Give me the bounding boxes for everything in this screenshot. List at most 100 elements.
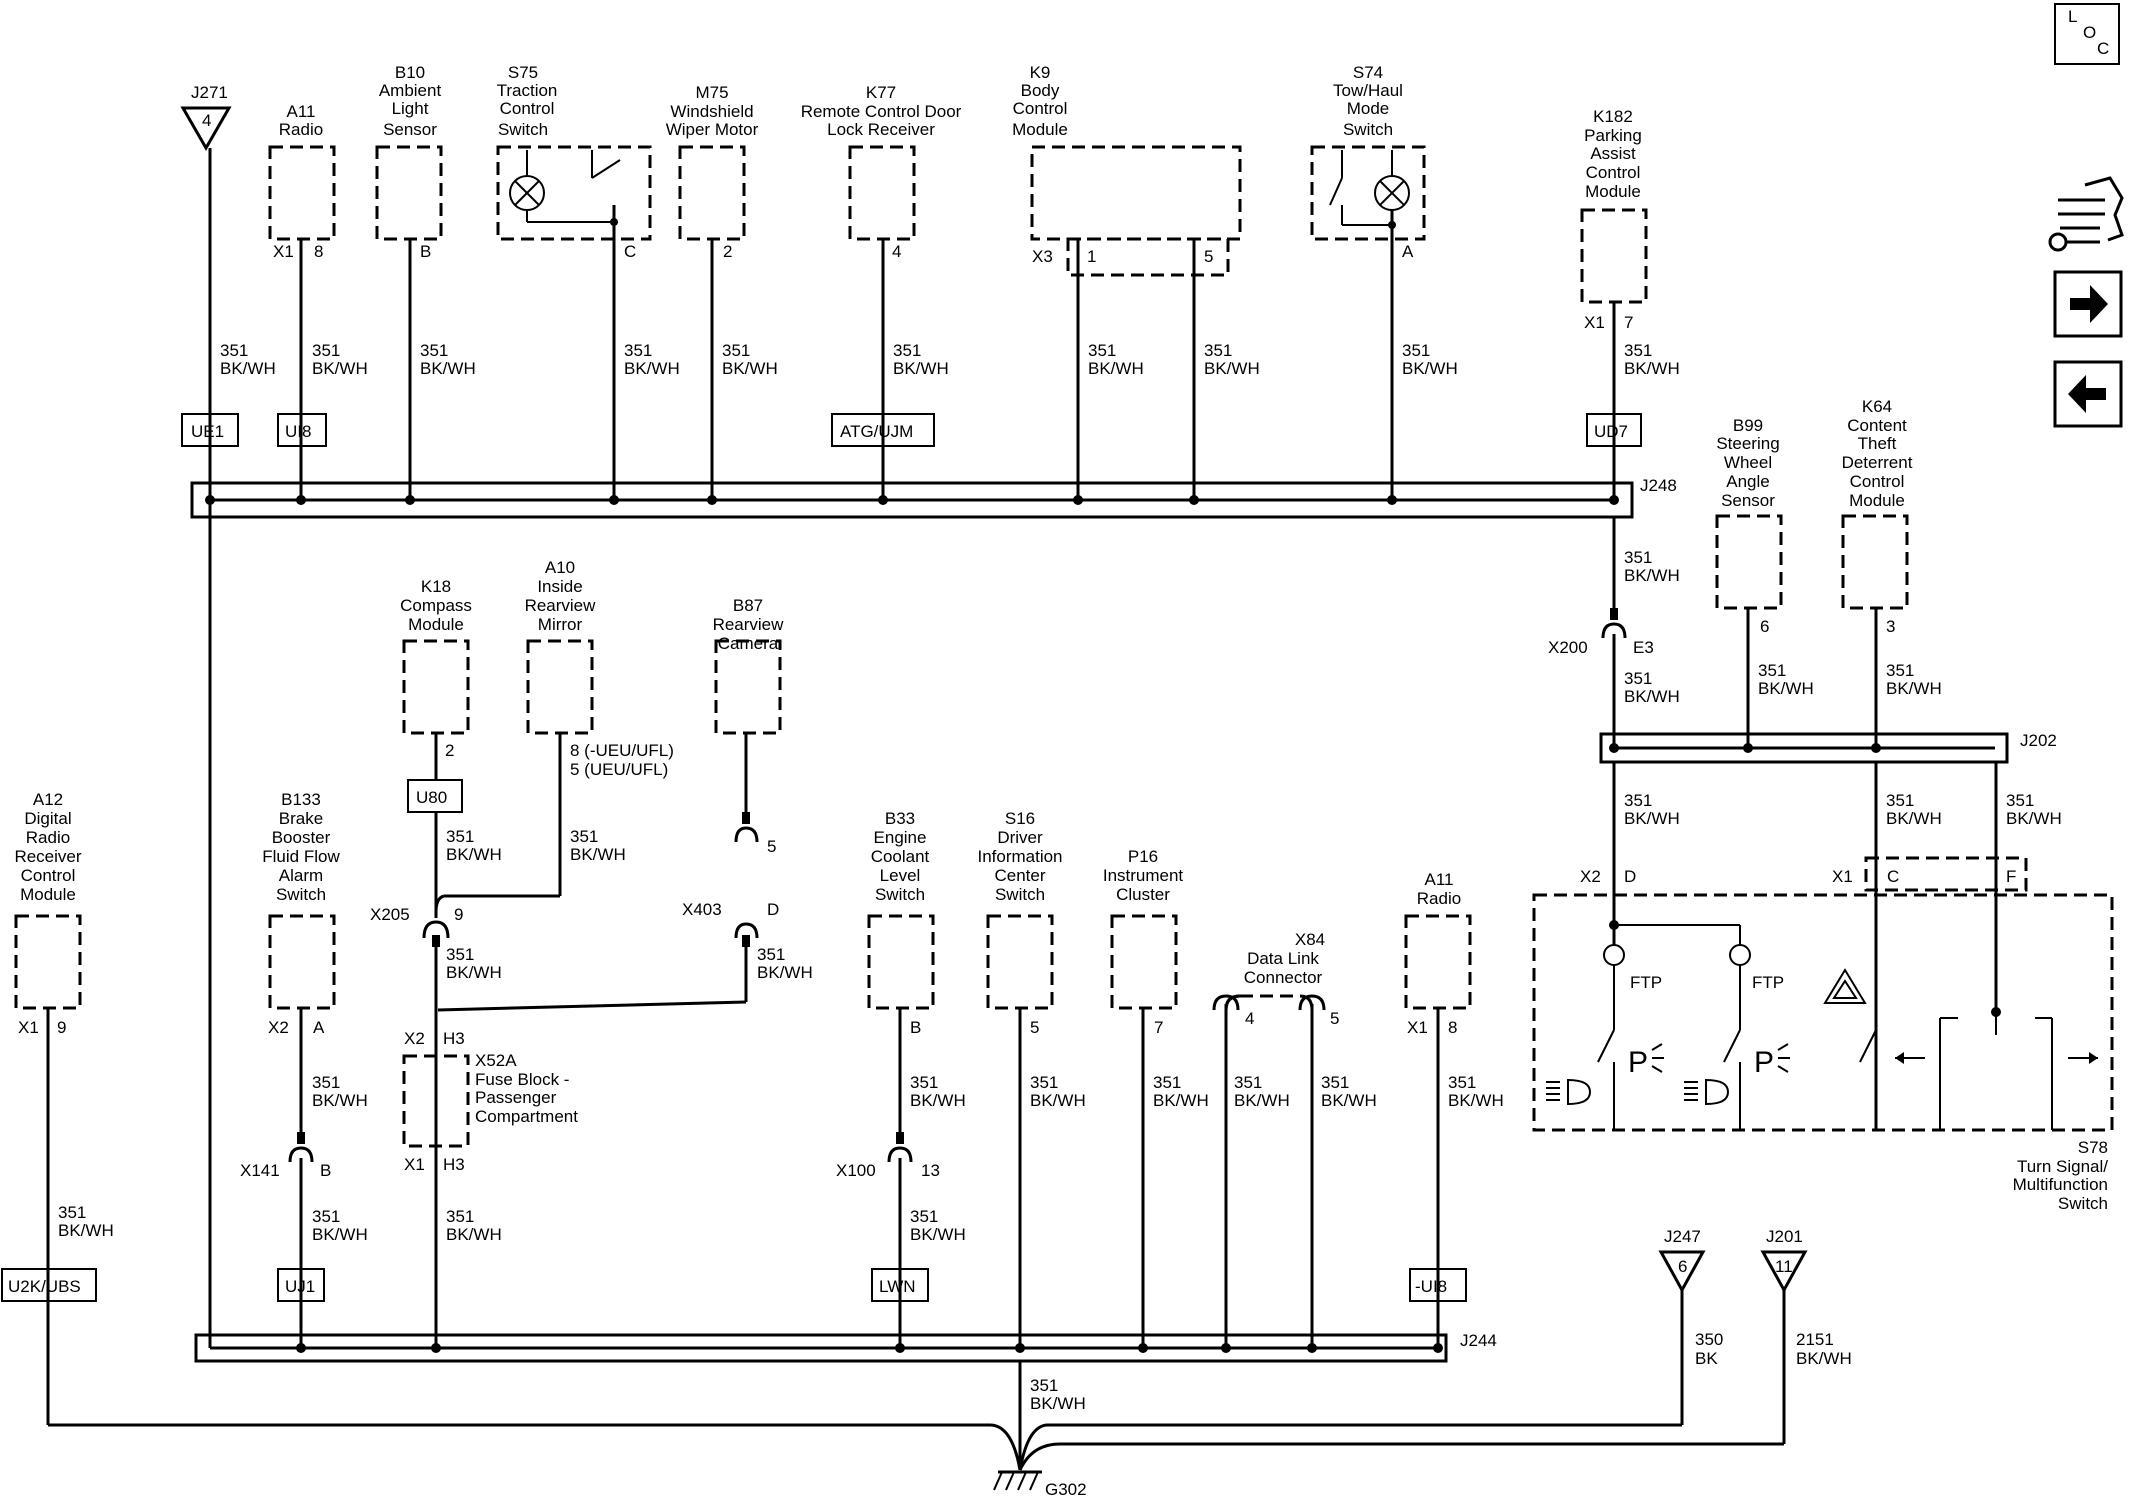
svg-text:2: 2 xyxy=(445,741,454,760)
svg-text:X1: X1 xyxy=(273,242,294,261)
svg-text:BK/WH: BK/WH xyxy=(1624,359,1680,378)
svg-text:4: 4 xyxy=(1245,1009,1254,1028)
svg-text:9: 9 xyxy=(454,905,463,924)
arrow-left-icon[interactable] xyxy=(2053,360,2123,428)
svg-text:8 (-UEU/UFL): 8 (-UEU/UFL) xyxy=(570,741,674,760)
svg-text:K77: K77 xyxy=(866,83,896,102)
svg-text:BK/WH: BK/WH xyxy=(893,359,949,378)
svg-text:Sensor: Sensor xyxy=(1721,491,1775,510)
svg-text:BK/WH: BK/WH xyxy=(446,963,502,982)
svg-text:Wiper Motor: Wiper Motor xyxy=(666,120,759,139)
svg-text:J201: J201 xyxy=(1766,1227,1803,1246)
svg-text:Compass: Compass xyxy=(400,596,472,615)
option-uj1 xyxy=(277,1268,325,1302)
svg-text:G302: G302 xyxy=(1045,1480,1087,1499)
svg-text:X52A: X52A xyxy=(475,1051,517,1070)
svg-text:Fuse Block -: Fuse Block - xyxy=(475,1070,569,1089)
svg-text:5: 5 xyxy=(1204,247,1213,266)
svg-text:8: 8 xyxy=(314,242,323,261)
svg-text:Digital: Digital xyxy=(24,809,71,828)
connector-j271-name: J271 xyxy=(191,83,228,102)
svg-text:Alarm: Alarm xyxy=(279,866,323,885)
svg-text:Switch: Switch xyxy=(498,120,548,139)
svg-text:351: 351 xyxy=(446,945,474,964)
svg-text:Switch: Switch xyxy=(276,885,326,904)
svg-text:Theft: Theft xyxy=(1858,434,1897,453)
svg-text:Instrument: Instrument xyxy=(1103,866,1184,885)
svg-text:351: 351 xyxy=(624,341,652,360)
connector-j271 xyxy=(180,106,232,152)
module-k64-content-theft-deterrent-control-module: K64 Content Theft Deterrent Control Modu… xyxy=(1841,397,1942,753)
svg-text:X2: X2 xyxy=(1580,867,1601,886)
svg-text:BK/WH: BK/WH xyxy=(1204,359,1260,378)
svg-text:Deterrent: Deterrent xyxy=(1842,453,1913,472)
loc-letter-o: O xyxy=(2083,23,2096,42)
svg-text:Control: Control xyxy=(1013,99,1068,118)
svg-text:A11: A11 xyxy=(287,102,316,121)
arrow-right-icon[interactable] xyxy=(2053,270,2123,338)
svg-text:BK/WH: BK/WH xyxy=(1758,679,1814,698)
svg-text:BK/WH: BK/WH xyxy=(910,1225,966,1244)
svg-text:351: 351 xyxy=(722,341,750,360)
module-b87-rearview-camera: B87 Rearview Camera 5 xyxy=(713,596,785,856)
svg-text:Body: Body xyxy=(1021,81,1060,100)
loc-letter-c: C xyxy=(2097,39,2109,58)
splice-label-j202: J202 xyxy=(2020,731,2057,750)
svg-text:Compartment: Compartment xyxy=(475,1107,578,1126)
svg-text:X1: X1 xyxy=(1584,313,1605,332)
svg-text:Module: Module xyxy=(20,885,76,904)
svg-text:UI8: UI8 xyxy=(285,422,311,441)
svg-text:2: 2 xyxy=(723,242,732,261)
svg-text:X1: X1 xyxy=(1407,1018,1428,1037)
svg-text:BK: BK xyxy=(1695,1349,1718,1368)
svg-text:Switch: Switch xyxy=(995,885,1045,904)
svg-text:C: C xyxy=(624,242,636,261)
wrench-icon[interactable] xyxy=(2048,176,2124,252)
svg-text:6: 6 xyxy=(1760,617,1769,636)
svg-text:BK/WH: BK/WH xyxy=(1321,1091,1377,1110)
svg-text:5: 5 xyxy=(1330,1009,1339,1028)
svg-text:BK/WH: BK/WH xyxy=(757,963,813,982)
svg-text:Wheel: Wheel xyxy=(1724,453,1772,472)
svg-text:BK/WH: BK/WH xyxy=(1624,809,1680,828)
svg-text:A11: A11 xyxy=(1425,870,1454,889)
svg-text:351: 351 xyxy=(1448,1073,1476,1092)
module-s16-driver-information-center-switch: S16 Driver Information Center Switch 5 3… xyxy=(977,809,1086,1353)
svg-text:B33: B33 xyxy=(885,809,915,828)
option-ue1 xyxy=(181,413,239,447)
svg-text:E3: E3 xyxy=(1633,638,1654,657)
svg-text:Content: Content xyxy=(1847,416,1907,435)
svg-text:Engine: Engine xyxy=(874,828,927,847)
svg-text:351: 351 xyxy=(220,341,248,360)
option-lwn xyxy=(871,1268,929,1302)
svg-text:351: 351 xyxy=(1153,1073,1181,1092)
splice-label-j244: J244 xyxy=(1460,1331,1497,1350)
module-a12-digital-radio-receiver-control-module: A12 Digital Radio Receiver Control Modul… xyxy=(1,790,114,1425)
module-a10-inside-rearview-mirror: A10 Inside Rearview Mirror 8 (-UEU/UFL) … xyxy=(434,558,674,913)
svg-text:Tow/Haul: Tow/Haul xyxy=(1333,81,1403,100)
svg-text:X1: X1 xyxy=(404,1155,425,1174)
svg-text:B: B xyxy=(910,1018,921,1037)
svg-text:B10: B10 xyxy=(395,63,425,82)
svg-text:F: F xyxy=(2006,867,2016,886)
svg-text:Connector: Connector xyxy=(1244,968,1323,987)
svg-text:BK/WH: BK/WH xyxy=(910,1091,966,1110)
svg-text:BK/WH: BK/WH xyxy=(624,359,680,378)
module-b33-engine-coolant-level-switch: B33 Engine Coolant Level Switch B 351BK/… xyxy=(836,809,966,1353)
svg-text:BK/WH: BK/WH xyxy=(2006,809,2062,828)
svg-text:Lock Receiver: Lock Receiver xyxy=(827,120,935,139)
svg-text:2151: 2151 xyxy=(1796,1330,1834,1349)
svg-text:Coolant: Coolant xyxy=(871,847,930,866)
svg-text:K182: K182 xyxy=(1593,107,1633,126)
svg-text:Radio: Radio xyxy=(26,828,70,847)
svg-text:Module: Module xyxy=(1012,120,1068,139)
